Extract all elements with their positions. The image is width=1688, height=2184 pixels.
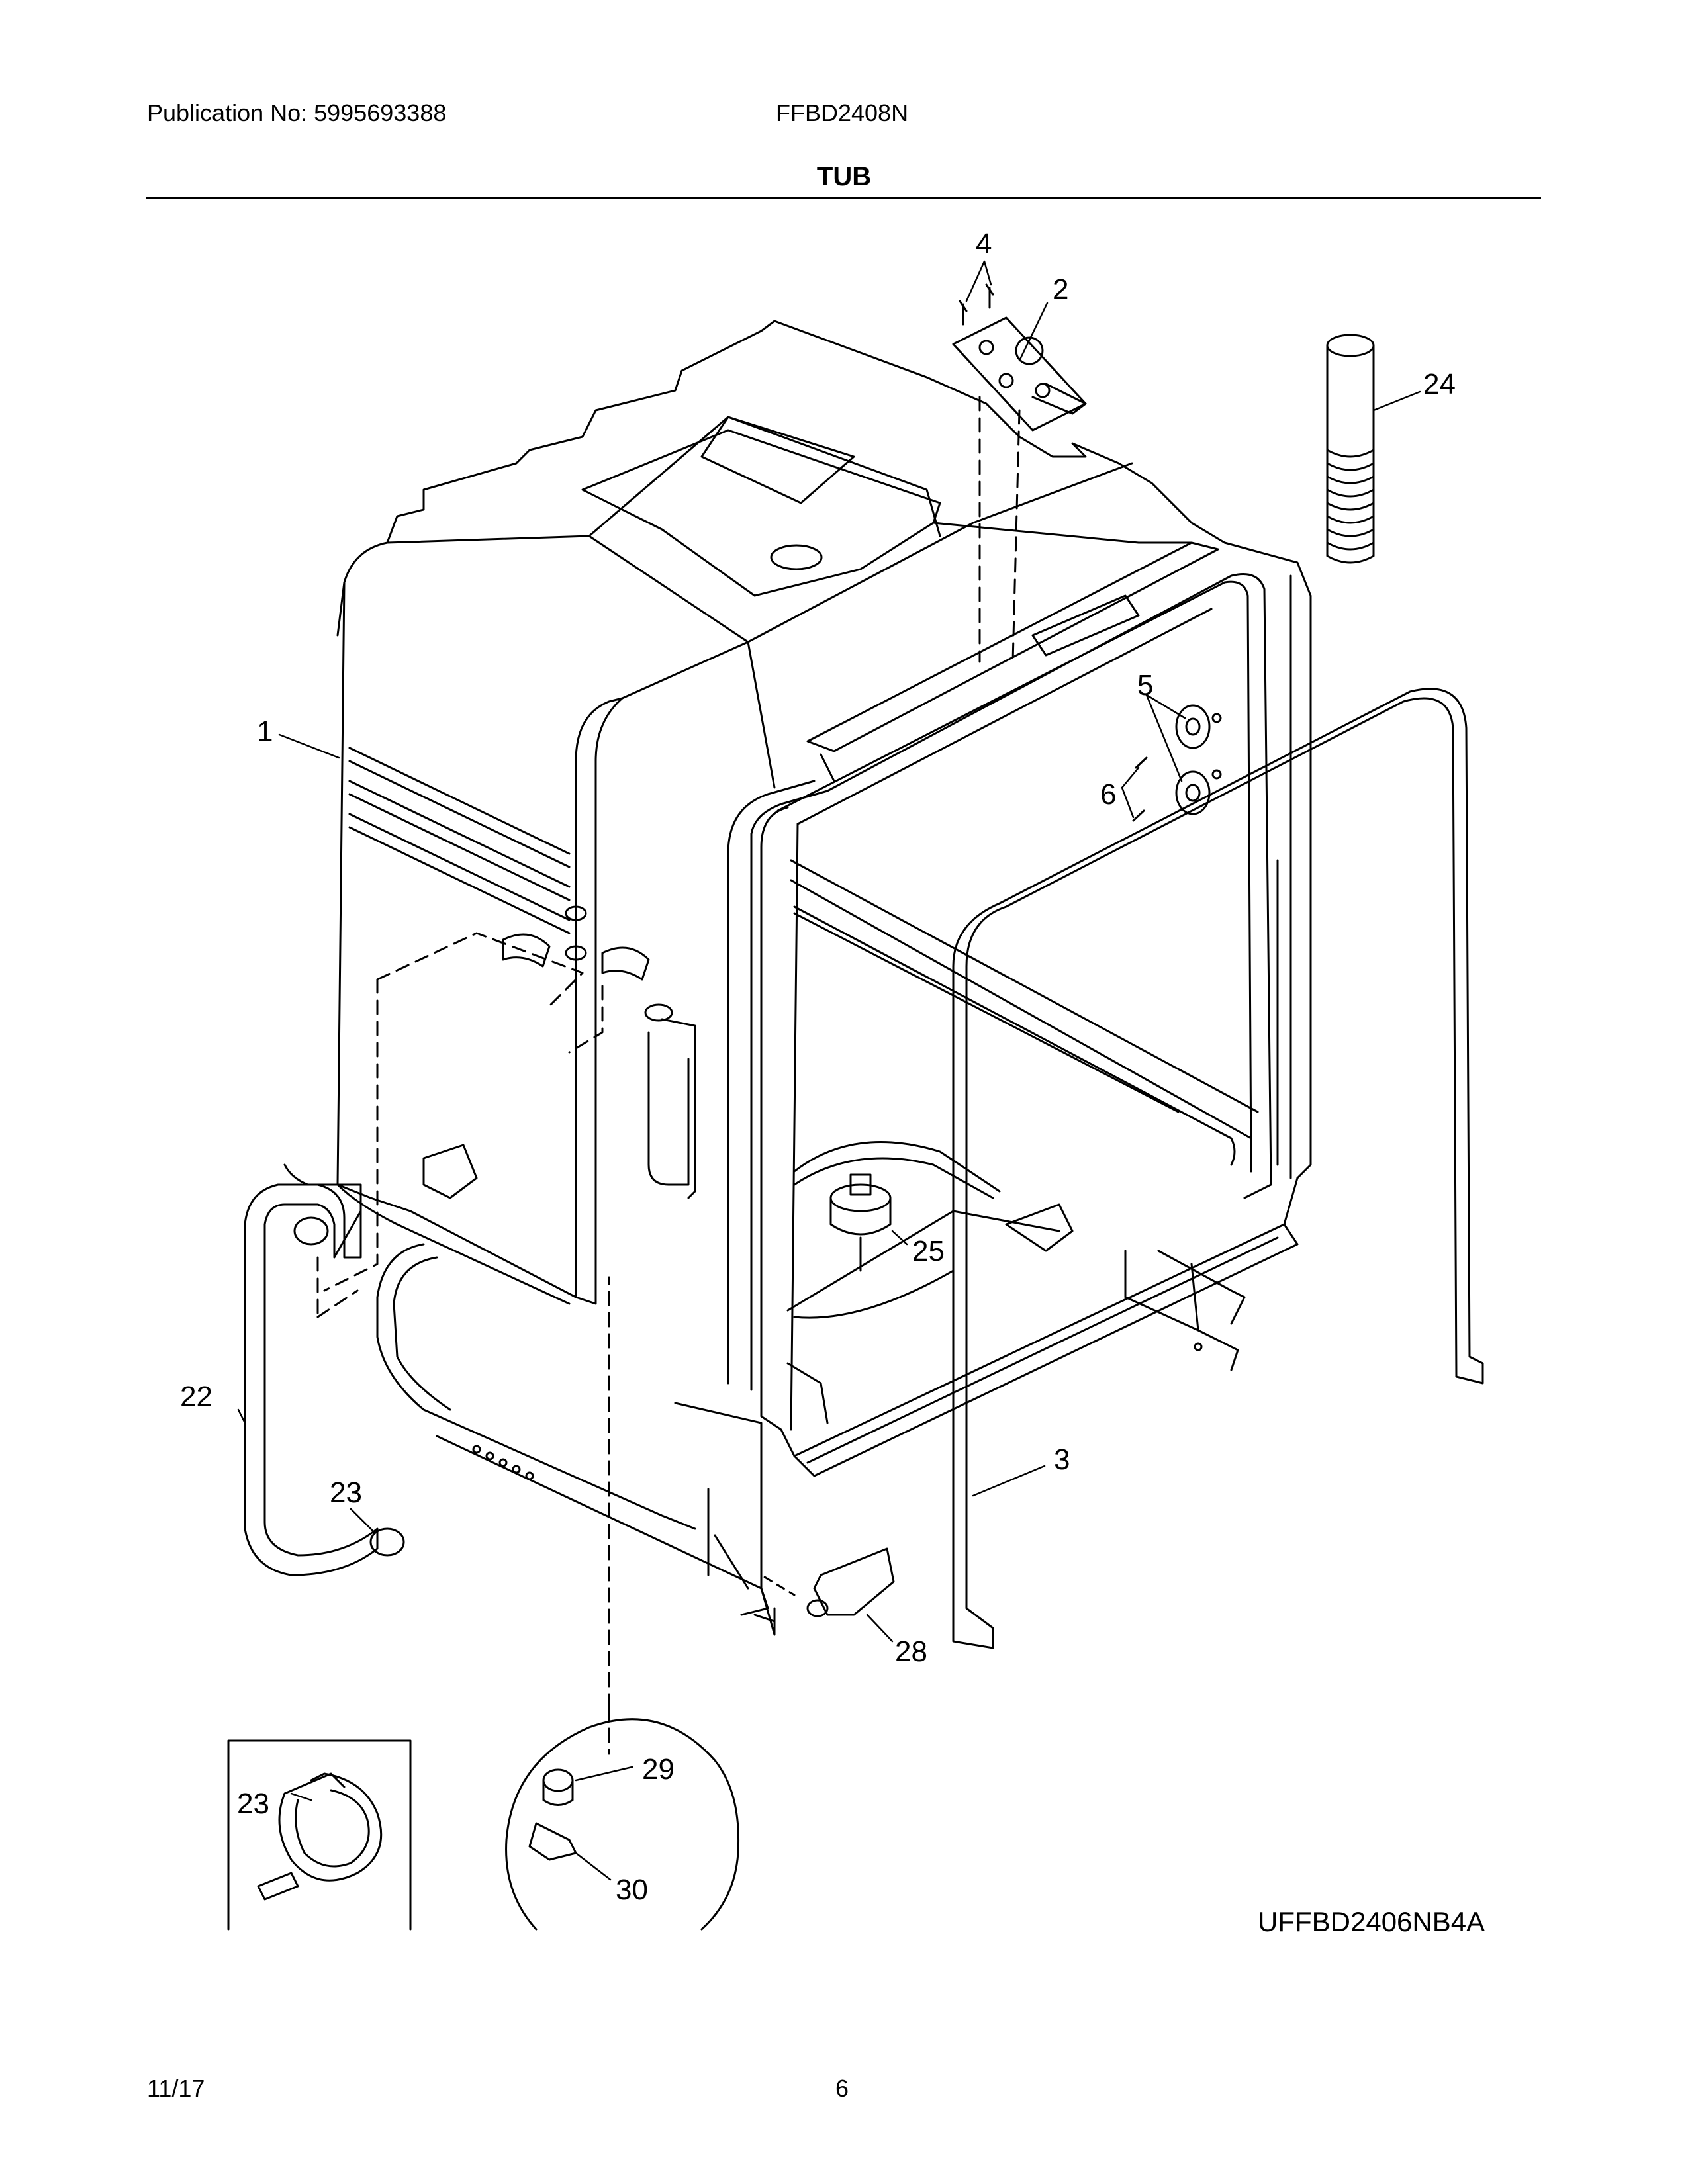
inset-circle-29-30 (505, 1276, 740, 1931)
footer-date: 11/17 (147, 2075, 205, 2102)
callout-30: 30 (616, 1874, 648, 1906)
part-4-screws (959, 283, 994, 326)
part-22-hose (244, 1163, 379, 1576)
part-2-bracket (952, 316, 1087, 432)
inset-box-23 (227, 1739, 412, 1931)
part-24-tube (1326, 334, 1375, 564)
part-3-door-gasket (952, 688, 1484, 1649)
page-title: TUB (816, 162, 872, 191)
base-frame (376, 1243, 1246, 1636)
callout-labels: 1 2 3 4 5 6 22 23 23 24 25 28 29 30 UFFB… (180, 228, 1485, 1937)
bracket-guide-lines (978, 396, 1021, 663)
top-panel (581, 429, 941, 597)
sump-area (786, 1140, 1001, 1424)
model-number: FFBD2408N (776, 99, 909, 126)
callout-6: 6 (1100, 778, 1116, 811)
callout-5: 5 (1137, 669, 1153, 702)
callout-23-inset: 23 (237, 1788, 269, 1820)
part-6-screws (1132, 756, 1148, 822)
callout-3: 3 (1054, 1443, 1070, 1476)
callout-1: 1 (257, 715, 273, 748)
vent-assembly (644, 1003, 696, 1199)
callout-24: 24 (1423, 368, 1456, 400)
diagram-reference: UFFBD2406NB4A (1258, 1906, 1485, 1937)
part-28-switch (760, 1461, 895, 1617)
leader-lines (237, 260, 1421, 1881)
tub-body (323, 320, 1312, 1477)
hose-guide-lines (316, 1256, 359, 1318)
callout-4: 4 (976, 228, 992, 260)
top-label (700, 416, 855, 504)
publication-number: Publication No: 5995693388 (147, 99, 447, 126)
part-23-clamp (293, 1216, 405, 1557)
callout-23: 23 (330, 1477, 362, 1509)
part-25-hub (829, 1173, 892, 1272)
part-5-bumpers (1175, 704, 1222, 815)
left-side-clips (422, 905, 650, 1199)
callout-28: 28 (895, 1635, 927, 1668)
callout-2: 2 (1053, 273, 1068, 306)
callout-25: 25 (912, 1235, 945, 1267)
page-number: 6 (835, 2075, 849, 2102)
tub-clip (1005, 1203, 1074, 1252)
callout-29: 29 (642, 1753, 675, 1786)
top-hole (770, 544, 823, 570)
callout-22: 22 (180, 1381, 212, 1413)
header-rule (146, 197, 1541, 199)
